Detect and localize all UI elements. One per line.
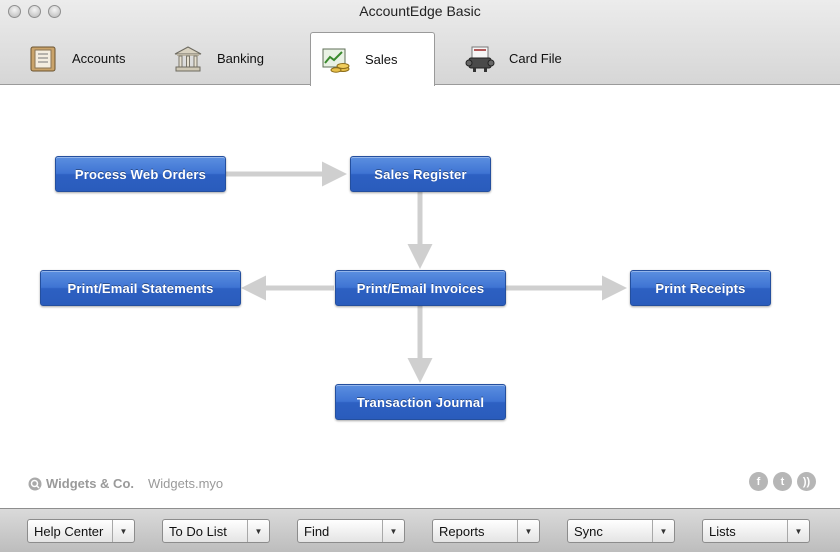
sync-dropdown[interactable]: Sync ▼ (567, 519, 675, 543)
minimize-window-button[interactable] (28, 5, 41, 18)
dropdown-label: Help Center (34, 523, 104, 539)
ledger-icon (30, 46, 56, 71)
print-email-statements-button[interactable]: Print/Email Statements (40, 270, 241, 306)
company-name: Widgets & Co. (46, 476, 134, 491)
twitter-icon[interactable]: t (773, 472, 792, 491)
reports-dropdown[interactable]: Reports ▼ (432, 519, 540, 543)
flow-arrows (226, 161, 627, 383)
bank-icon (174, 45, 202, 71)
lists-dropdown[interactable]: Lists ▼ (702, 519, 810, 543)
zoom-window-button[interactable] (48, 5, 61, 18)
tab-label: Banking (217, 51, 264, 66)
chevron-down-icon: ▼ (112, 520, 134, 542)
dropdown-label: To Do List (169, 523, 227, 539)
dropdown-label: Sync (574, 523, 603, 539)
tab-sales[interactable]: Sales (310, 32, 435, 86)
chevron-down-icon: ▼ (517, 520, 539, 542)
company-info: Widgets & Co. Widgets.myo (28, 476, 223, 491)
print-email-invoices-button[interactable]: Print/Email Invoices (335, 270, 506, 306)
chevron-down-icon: ▼ (247, 520, 269, 542)
sales-register-button[interactable]: Sales Register (350, 156, 491, 192)
chevron-down-icon: ▼ (382, 520, 404, 542)
dropdown-label: Reports (439, 523, 485, 539)
window-title: AccountEdge Basic (359, 3, 481, 19)
window-titlebar: AccountEdge Basic Accounts Banking (0, 0, 840, 86)
chevron-down-icon: ▼ (787, 520, 809, 542)
print-receipts-button[interactable]: Print Receipts (630, 270, 771, 306)
dropdown-label: Find (304, 523, 330, 539)
rss-icon[interactable]: )) (797, 472, 816, 491)
magnifier-logo-icon (28, 477, 42, 490)
sales-chart-icon (322, 48, 350, 73)
tab-banking[interactable]: Banking (173, 32, 264, 85)
to-do-list-dropdown[interactable]: To Do List ▼ (162, 519, 270, 543)
rolodex-icon (465, 46, 495, 72)
dropdown-label: Lists (709, 523, 736, 539)
company-file[interactable]: Widgets.myo (148, 476, 224, 491)
sales-command-center: Process Web Orders Sales Register Print/… (0, 86, 840, 508)
chevron-down-icon: ▼ (652, 520, 674, 542)
find-dropdown[interactable]: Find ▼ (297, 519, 405, 543)
transaction-journal-button[interactable]: Transaction Journal (335, 384, 506, 420)
facebook-icon[interactable]: f (749, 472, 768, 491)
tab-label: Accounts (72, 51, 126, 66)
tab-card-file[interactable]: Card File (465, 32, 562, 85)
process-web-orders-button[interactable]: Process Web Orders (55, 156, 226, 192)
tab-accounts[interactable]: Accounts (28, 32, 125, 85)
bottom-toolbar: Help Center ▼ To Do List ▼ Find ▼ Report… (0, 508, 840, 552)
close-window-button[interactable] (8, 5, 21, 18)
tab-label: Sales (365, 52, 398, 67)
window-controls (8, 5, 61, 18)
social-links: f t )) (749, 472, 816, 491)
tab-label: Card File (509, 51, 562, 66)
help-center-dropdown[interactable]: Help Center ▼ (27, 519, 135, 543)
